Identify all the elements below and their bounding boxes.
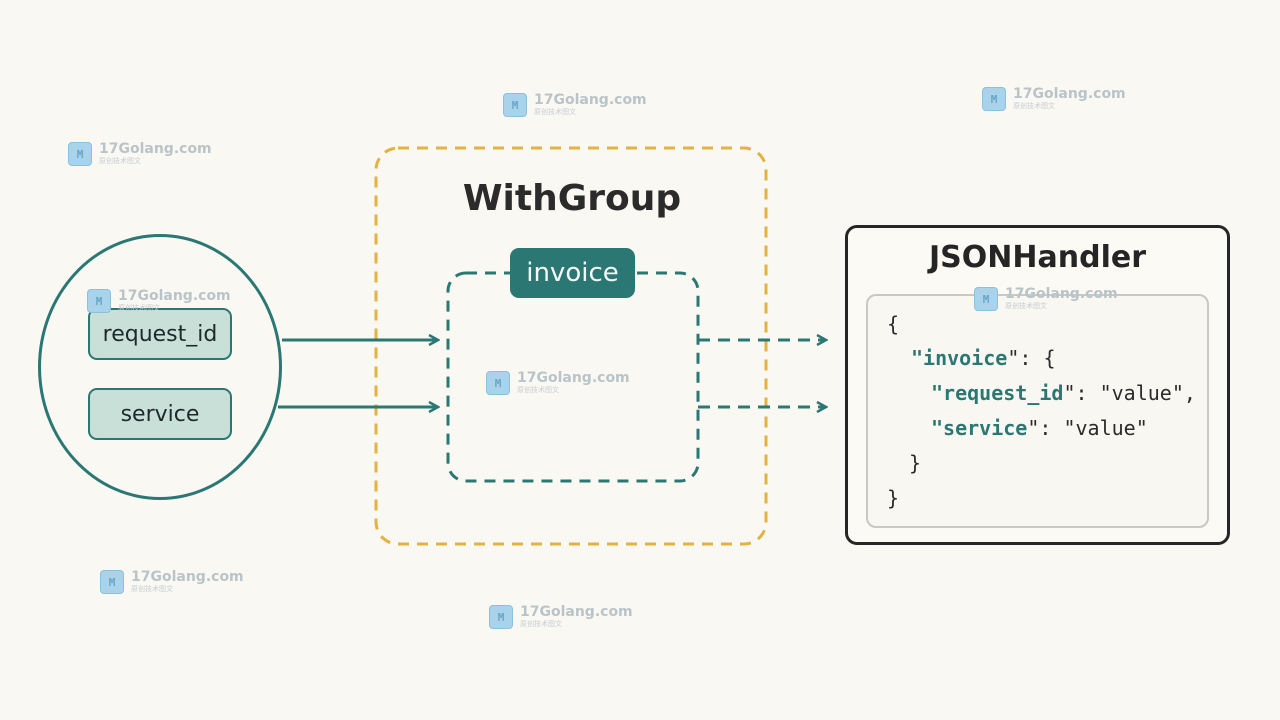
watermark-logo-icon: M	[486, 371, 510, 395]
json-output-panel	[866, 294, 1209, 528]
attr-service: service	[88, 388, 232, 440]
group-frame	[446, 271, 700, 483]
input-attributes-ellipse	[38, 234, 282, 500]
json-line-close-brace: }	[887, 486, 900, 510]
watermark-logo-icon: M	[87, 289, 111, 313]
attr-request-id: request_id	[88, 308, 232, 360]
json-line-invoice: "invoice": {	[911, 346, 1056, 370]
watermark-logo-icon: M	[982, 87, 1006, 111]
group-name-badge: invoice	[510, 248, 635, 298]
watermark-logo-icon: M	[974, 287, 998, 311]
watermark-logo-icon: M	[503, 93, 527, 117]
watermark-logo-icon: M	[100, 570, 124, 594]
withgroup-title: WithGroup	[462, 178, 682, 219]
withgroup-frame	[374, 146, 768, 546]
json-line-open-brace: {	[887, 312, 900, 336]
json-line-inner-close: }	[909, 451, 922, 475]
attr-request-id-label: request_id	[102, 321, 218, 347]
json-key-invoice: invoice	[923, 346, 1008, 370]
group-name-label: invoice	[526, 258, 619, 288]
json-key-service: service	[943, 416, 1028, 440]
attr-service-label: service	[120, 401, 200, 427]
json-handler-title: JSONHandler	[929, 240, 1146, 275]
json-line-request-id: "request_id": "value",	[931, 381, 1196, 405]
json-line-service: "service": "value"	[931, 416, 1148, 440]
json-key-request-id: request_id	[943, 381, 1064, 405]
watermark-logo-icon: M	[489, 605, 513, 629]
watermark-logo-icon: M	[68, 142, 92, 166]
